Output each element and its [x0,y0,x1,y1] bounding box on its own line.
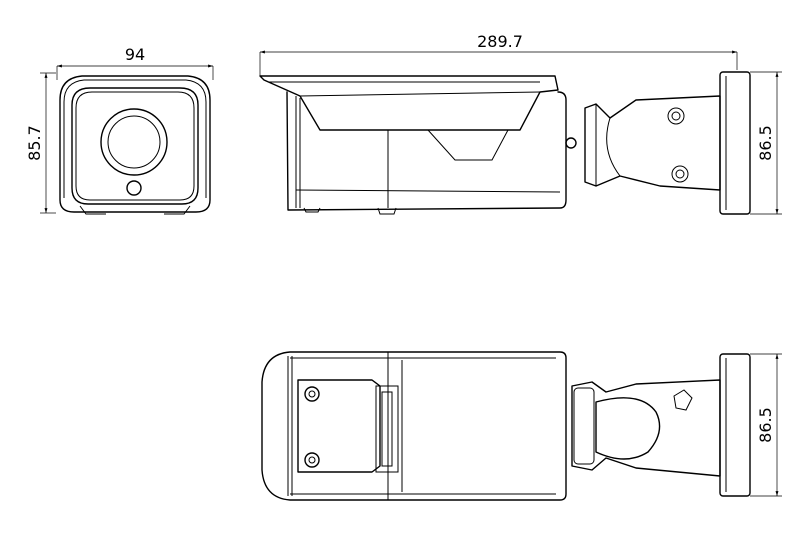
bottom-panel-screw-bottom [304,452,320,468]
front-sunshield [59,75,211,213]
bottom-mount-plate [719,353,751,497]
side-bracket [584,95,721,191]
bottom-bracket-ball [595,397,661,460]
front-sensor [126,180,142,196]
side-body [286,91,567,211]
front-width-label: 94 [125,45,145,64]
side-bracket-screw-top [667,107,685,125]
side-mount-height-label: 86.5 [756,125,775,161]
front-lens-outer [100,108,168,176]
front-height-label: 85.7 [25,125,44,161]
side-length-label: 289.7 [477,32,523,51]
front-body [71,87,199,205]
side-recess [427,129,509,161]
side-mount-plate [719,71,751,215]
side-bracket-screw-bottom [671,165,689,183]
front-lens-inner [107,115,161,169]
side-sunshield [259,75,559,131]
bottom-bracket-hole [673,389,693,411]
bottom-access-panel [297,379,381,473]
side-screw [565,137,577,149]
bottom-view: 86.5 [261,351,782,501]
front-view: 94 85.7 [25,45,214,215]
bottom-panel-screw-top [304,386,320,402]
bottom-panel-latch [375,385,399,473]
bottom-body [261,351,567,501]
side-view: 289.7 86.5 [259,32,782,215]
bottom-mount-height-label: 86.5 [756,407,775,443]
